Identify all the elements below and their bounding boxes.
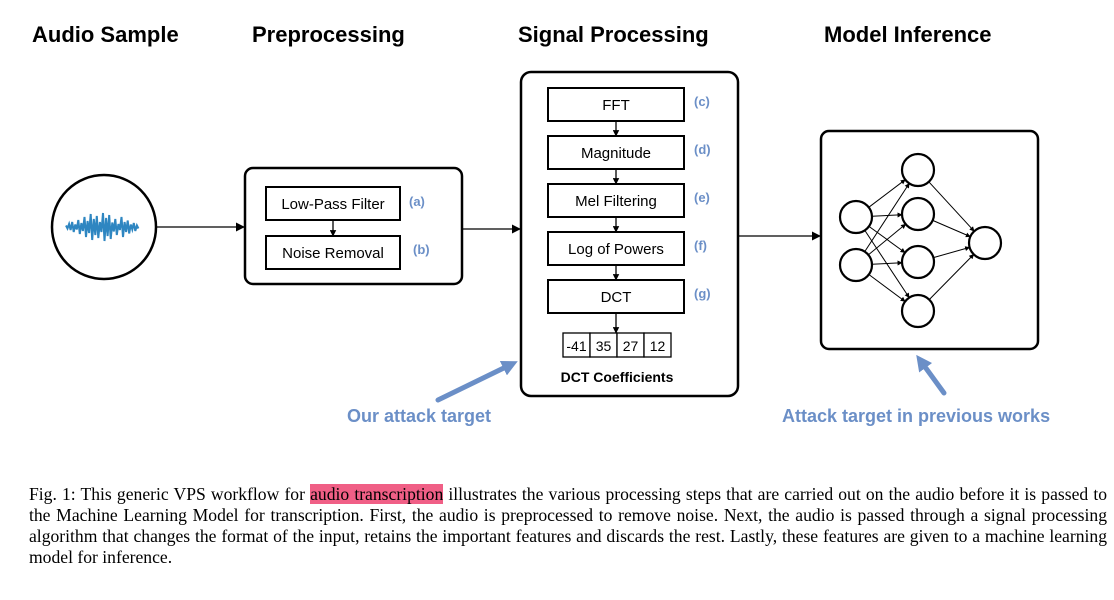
caption-intro: Fig. 1: This generic VPS workflow for xyxy=(29,484,311,504)
block-dct: DCT xyxy=(547,279,685,314)
nn-edge xyxy=(868,274,906,302)
preprocessing-box: Low-Pass Filter (a) Noise Removal (b) xyxy=(243,166,464,286)
coefficient-value: -41 xyxy=(566,338,586,354)
nn-edge xyxy=(928,181,975,232)
coefficient-value: 12 xyxy=(650,338,666,354)
log-of-powers-label: Log of Powers xyxy=(568,241,664,258)
previous-attack-arrow xyxy=(916,354,947,396)
tag-e: (e) xyxy=(694,190,710,205)
neural-network-edges xyxy=(864,179,975,302)
caption-body: illustrates the various processing steps… xyxy=(29,484,1108,567)
tag-g: (g) xyxy=(694,286,711,301)
tag-f: (f) xyxy=(694,238,707,253)
tag-c: (c) xyxy=(694,94,710,109)
coefficient-cells: -41 35 27 12 xyxy=(562,332,672,358)
signal-processing-box: FFT (c) Magnitude (d) Mel Filtering (e) … xyxy=(519,70,740,398)
our-attack-target-label: Our attack target xyxy=(347,406,491,426)
coefficient-cell xyxy=(616,332,645,358)
previous-attack-target-label: Attack target in previous works xyxy=(782,406,1050,426)
our-attack-arrow xyxy=(435,361,518,403)
block-low-pass-filter: Low-Pass Filter xyxy=(265,186,401,221)
nn-node xyxy=(838,199,874,235)
nn-node xyxy=(900,244,936,280)
nn-edge xyxy=(871,260,903,266)
block-fft: FFT xyxy=(547,87,685,122)
magnitude-label: Magnitude xyxy=(581,145,651,162)
low-pass-filter-label: Low-Pass Filter xyxy=(281,196,384,213)
neural-network-nodes xyxy=(838,152,1003,329)
nn-node xyxy=(967,225,1003,261)
coefficient-value: 35 xyxy=(596,338,612,354)
nn-node xyxy=(900,196,936,232)
nn-edge xyxy=(933,246,971,259)
nn-node xyxy=(838,247,874,283)
audio-sample-node xyxy=(50,173,158,281)
coefficient-value: 27 xyxy=(623,338,639,354)
workflow-diagram: Low-Pass Filter (a) Noise Removal (b) FF… xyxy=(50,70,1050,426)
tag-a: (a) xyxy=(409,194,425,209)
nn-edge xyxy=(868,223,907,256)
block-mel-filtering: Mel Filtering xyxy=(547,183,685,218)
nn-edge xyxy=(932,219,971,238)
mel-filtering-label: Mel Filtering xyxy=(575,193,657,210)
nn-edge xyxy=(871,212,903,218)
block-magnitude: Magnitude xyxy=(547,135,685,170)
header-model-inference: Model Inference xyxy=(824,22,992,47)
header-audio-sample: Audio Sample xyxy=(32,22,179,47)
tag-d: (d) xyxy=(694,142,711,157)
figure-caption: Fig. 1: This generic VPS workflow for au… xyxy=(29,484,1107,568)
block-log-of-powers: Log of Powers xyxy=(547,231,685,266)
nn-edge xyxy=(928,254,975,300)
fft-label: FFT xyxy=(602,97,630,114)
coefficient-cell xyxy=(589,332,618,358)
header-preprocessing: Preprocessing xyxy=(252,22,405,47)
tag-b: (b) xyxy=(413,242,430,257)
nn-node xyxy=(900,293,936,329)
model-inference-box xyxy=(819,129,1040,351)
nn-edge xyxy=(864,182,910,252)
coefficient-cell xyxy=(643,332,672,358)
block-noise-removal: Noise Removal xyxy=(265,235,401,270)
waveform-icon xyxy=(65,212,140,242)
header-signal-processing: Signal Processing xyxy=(518,22,709,47)
nn-edge xyxy=(868,179,906,208)
caption-highlight: audio transcription xyxy=(310,484,444,504)
nn-node xyxy=(900,152,936,188)
dct-label: DCT xyxy=(601,289,632,306)
dct-coefficients-label: DCT Coefficients xyxy=(561,369,674,385)
noise-removal-label: Noise Removal xyxy=(282,245,384,262)
